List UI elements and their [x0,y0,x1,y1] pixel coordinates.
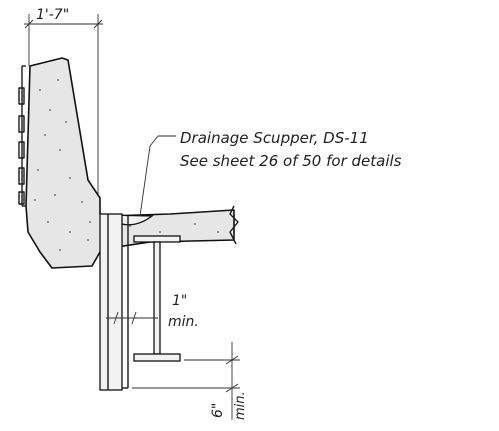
slab-break-line [229,205,239,245]
drainage-scupper-callout: Drainage Scupper, DS-11 See sheet 26 of … [139,129,402,217]
concrete-stipple [34,79,219,251]
extension-note: min. [233,391,248,420]
callout-title: Drainage Scupper, DS-11 [180,129,369,147]
clearance-note: min. [168,314,199,330]
clearance-dimension: 1" min. [106,293,199,330]
barrier-width-label: 1'-7" [36,7,69,23]
girder-bottom-flange [133,353,181,362]
girder-web [153,241,161,355]
barrier-form-edge [18,65,26,207]
concrete-barrier [18,57,239,269]
scupper-downspout [99,213,129,391]
extension-dimension: 6" min. [132,342,248,420]
callout-leader [139,135,176,217]
clearance-label: 1" [172,293,187,309]
extension-label: 6" [210,403,226,418]
steel-girder [133,235,181,362]
callout-reference: See sheet 26 of 50 for details [180,152,402,170]
barrier-width-dimension: 1'-7" [24,7,103,220]
girder-top-flange [133,235,181,243]
